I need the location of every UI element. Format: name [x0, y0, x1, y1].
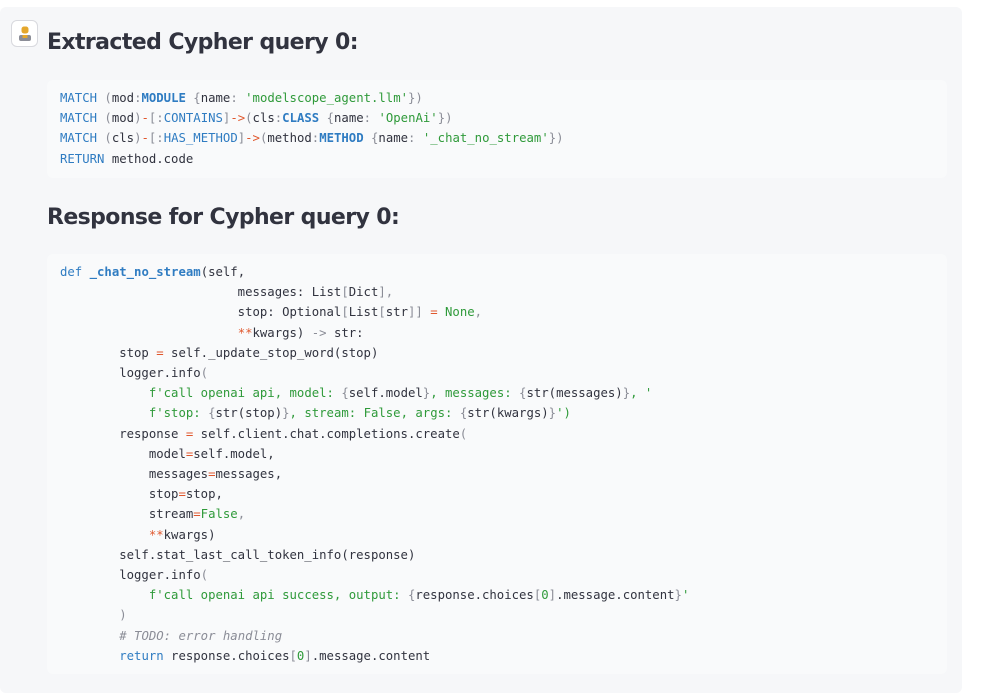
cypher-code-block: MATCH (mod:MODULE {name: 'modelscope_age… [47, 80, 947, 178]
code-line: stop: Optional[List[str]] = None, [60, 305, 483, 320]
code-line: **kwargs) [148, 527, 216, 542]
code-line: # TODO: error handling [119, 628, 283, 643]
code-line: response = self.client.chat.completions.… [60, 426, 468, 441]
code-line: logger.info( [60, 366, 209, 381]
code-line: f'stop: {str(stop)}, stream: False, args… [148, 406, 571, 421]
query-heading: Extracted Cypher query 0: [47, 30, 359, 55]
assistant-avatar-icon [19, 26, 31, 41]
code-line: messages: List[Dict], [60, 285, 394, 300]
code-line: RETURN method.code [60, 151, 194, 166]
code-line: MATCH (cls)-[:HAS_METHOD]->(method:METHO… [60, 131, 564, 146]
code-line: stream=False, [60, 507, 246, 522]
code-line: return response.choices[0].message.conte… [119, 648, 431, 663]
cypher-code: MATCH (mod:MODULE {name: 'modelscope_age… [60, 88, 947, 169]
code-line: f'call openai api success, output: {resp… [148, 588, 690, 603]
response-heading: Response for Cypher query 0: [47, 205, 400, 230]
code-line: MATCH (mod)-[:CONTAINS]->(cls:CLASS {nam… [60, 111, 453, 126]
code-line: stop=stop, [60, 487, 223, 502]
code-line: messages=messages, [60, 467, 283, 482]
code-line: ) [119, 608, 127, 623]
assistant-avatar [11, 20, 38, 47]
code-line: model=self.model, [60, 446, 275, 461]
code-line: logger.info( [60, 568, 209, 583]
response-code-block: def _chat_no_stream(self, messages: List… [47, 254, 947, 674]
code-line: stop = self._update_stop_word(stop) [60, 345, 379, 360]
response-code: def _chat_no_stream(self, messages: List… [60, 262, 947, 666]
code-line: f'call openai api, model: {self.model}, … [148, 386, 653, 401]
code-line: MATCH (mod:MODULE {name: 'modelscope_age… [60, 91, 423, 105]
code-line: def _chat_no_stream(self, [60, 265, 246, 279]
code-line: self.stat_last_call_token_info(response) [60, 547, 416, 562]
code-line: **kwargs) -> str: [237, 325, 364, 340]
